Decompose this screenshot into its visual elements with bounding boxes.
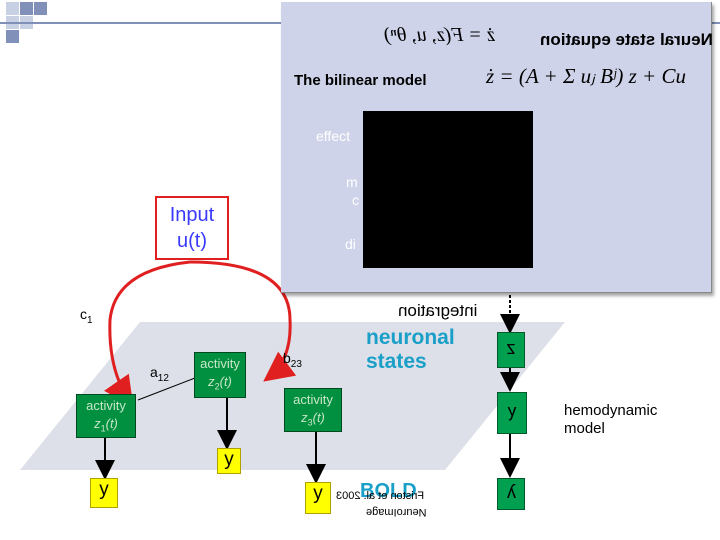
neural-equation-label: Neural state equation xyxy=(540,30,713,49)
output-y2: y xyxy=(217,448,241,474)
node-label: activity xyxy=(86,398,126,413)
node-variable: z1(t) xyxy=(94,416,118,434)
partial-label-m: m xyxy=(346,174,358,190)
effect-label: effect xyxy=(316,128,350,144)
bilinear-label: The bilinear model xyxy=(294,72,427,89)
partial-label-c: c xyxy=(352,192,359,208)
input-box: Input u(t) xyxy=(155,196,229,260)
input-label-line1: Input xyxy=(169,204,215,226)
citation-line2: NeuroImage xyxy=(366,506,427,518)
label-a12: a12 xyxy=(150,364,169,384)
label-integration: integration xyxy=(398,301,478,320)
label-c1: c1 xyxy=(80,306,93,326)
output-y1: y xyxy=(90,478,118,508)
decor-square xyxy=(20,2,33,15)
bilinear-formula: ż = (A + Σ uⱼ Bʲ) z + Cu xyxy=(486,64,686,88)
output-y3: y xyxy=(305,482,331,514)
state-lambda-box: λ xyxy=(497,392,527,434)
activity-node-z3: activity z3(t) xyxy=(284,388,342,432)
input-arrow-c1 xyxy=(104,260,191,407)
node-label: activity xyxy=(200,356,240,371)
obscured-region xyxy=(363,111,533,268)
decor-square xyxy=(34,2,47,15)
decor-square xyxy=(6,2,19,15)
node-label: activity xyxy=(293,392,333,407)
label-hemodynamic-model: hemodynamic model xyxy=(564,402,658,437)
node-variable: z3(t) xyxy=(301,410,325,428)
activity-node-z1: activity z1(t) xyxy=(76,394,136,438)
node-variable: z2(t) xyxy=(208,374,232,392)
input-arrow-b23 xyxy=(189,260,297,382)
state-y-box: y xyxy=(497,478,525,510)
decor-square xyxy=(6,30,19,43)
label-bold: BOLD xyxy=(360,480,417,502)
arrow-a12 xyxy=(137,377,196,401)
citation-line1: Friston et al. 2003 xyxy=(336,490,425,502)
input-label-line2: u(t) xyxy=(177,230,207,252)
label-neuronal-states: neuronal states xyxy=(366,326,455,373)
state-z-box: z xyxy=(497,332,525,368)
label-b23: b23 xyxy=(283,350,302,370)
partial-label-di: di xyxy=(345,236,356,252)
activity-node-z2: activity z2(t) xyxy=(194,352,246,398)
neural-equation-formula: ż = F(z, u, θⁿ) xyxy=(384,24,495,46)
